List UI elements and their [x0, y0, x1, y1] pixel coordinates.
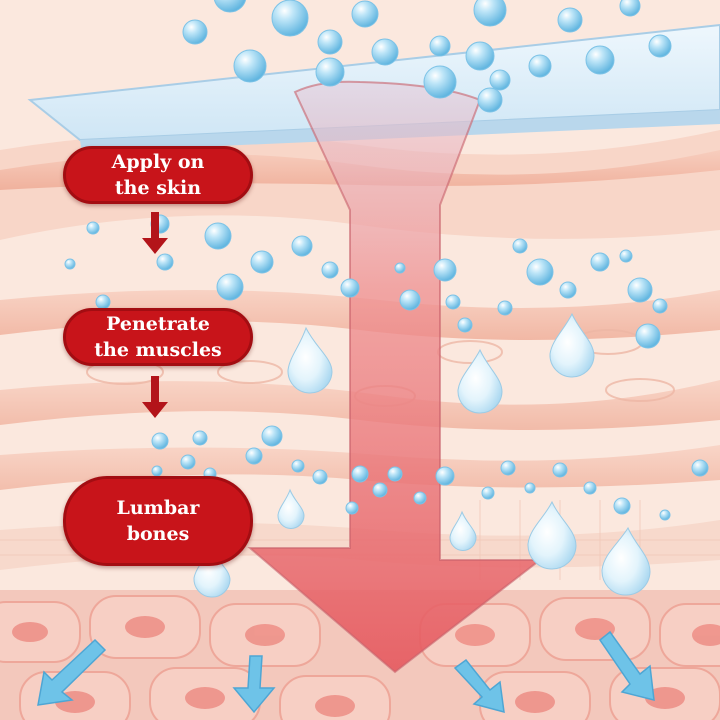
step-2-line-1: Penetrate [106, 313, 210, 335]
water-drop-icon [549, 312, 595, 378]
water-droplet [524, 482, 536, 494]
water-droplet [457, 317, 473, 333]
step-3-line-1: Lumbar [116, 497, 200, 519]
water-droplet [315, 57, 345, 87]
water-droplet [371, 38, 399, 66]
water-droplet [652, 298, 668, 314]
step-1-line-1: Apply on [111, 151, 205, 173]
water-droplet [321, 261, 339, 279]
water-droplet [312, 469, 328, 485]
water-droplet [648, 34, 672, 58]
water-droplet [291, 235, 313, 257]
water-droplet [340, 278, 360, 298]
water-droplet [557, 7, 583, 33]
water-droplet [204, 222, 232, 250]
water-droplet [691, 459, 709, 477]
water-droplet [317, 29, 343, 55]
water-droplet [261, 425, 283, 447]
water-droplet [445, 294, 461, 310]
water-droplet [271, 0, 309, 37]
water-droplet [423, 65, 457, 99]
water-droplet [559, 281, 577, 299]
water-droplets [64, 0, 709, 521]
water-droplet [659, 509, 671, 521]
water-droplet [291, 459, 305, 473]
water-droplet [372, 482, 388, 498]
water-droplet [429, 35, 451, 57]
water-droplet [635, 323, 661, 349]
water-droplet [613, 497, 631, 515]
water-droplet [216, 273, 244, 301]
water-droplet [151, 465, 163, 477]
water-droplet [489, 69, 511, 91]
blue-arrows [37, 630, 655, 714]
water-droplet [151, 432, 169, 450]
blue-arrow-icon [453, 658, 505, 714]
water-droplet [250, 250, 274, 274]
water-droplet [528, 54, 552, 78]
water-droplet [182, 19, 208, 45]
cell [659, 603, 720, 667]
blue-arrow-icon [232, 655, 276, 714]
water-droplet [86, 221, 100, 235]
water-drop-icon [449, 510, 477, 551]
water-droplet [585, 45, 615, 75]
water-droplet [394, 262, 406, 274]
water-droplet [351, 0, 379, 28]
water-droplet [497, 300, 513, 316]
water-droplet [95, 294, 111, 310]
water-droplet [477, 87, 503, 113]
water-droplet [345, 501, 359, 515]
cell-layer [0, 590, 720, 720]
blue-arrow-icon [598, 630, 655, 701]
step-lumbar-bones-label: Lumbar bones [63, 476, 253, 566]
water-droplet [512, 238, 528, 254]
water-droplet [351, 465, 369, 483]
water-droplet [435, 466, 455, 486]
water-drop-icon [287, 326, 333, 394]
down-arrow-icon [142, 212, 168, 254]
water-droplet [433, 258, 457, 282]
water-droplet [500, 460, 516, 476]
blue-arrow-icon [37, 638, 107, 706]
teardrop-drops [193, 312, 651, 598]
water-droplet [192, 430, 208, 446]
water-droplet [627, 277, 653, 303]
step-apply-on-skin-label: Apply on the skin [63, 146, 253, 204]
water-droplet [481, 486, 495, 500]
water-droplet [590, 252, 610, 272]
water-droplet [64, 258, 76, 270]
water-droplet [552, 462, 568, 478]
water-droplet [413, 491, 427, 505]
water-droplet [619, 0, 641, 17]
water-droplet [619, 249, 633, 263]
water-drop-icon [457, 348, 503, 414]
water-droplet [473, 0, 507, 27]
water-droplet [387, 466, 403, 482]
water-droplet [180, 454, 196, 470]
water-droplet [583, 481, 597, 495]
step-3-line-2: bones [126, 523, 190, 545]
water-droplet [245, 447, 263, 465]
water-drop-icon [527, 500, 577, 570]
water-droplet [213, 0, 247, 13]
water-droplet [526, 258, 554, 286]
water-droplet [399, 289, 421, 311]
water-drop-icon [601, 526, 651, 596]
step-2-line-2: the muscles [94, 339, 222, 361]
water-droplet [233, 49, 267, 83]
down-arrow-icon [142, 376, 168, 418]
step-1-line-2: the skin [114, 177, 202, 199]
water-droplet [465, 41, 495, 71]
water-drop-icon [277, 488, 305, 529]
step-penetrate-muscles-label: Penetrate the muscles [63, 308, 253, 366]
water-droplet [156, 253, 174, 271]
